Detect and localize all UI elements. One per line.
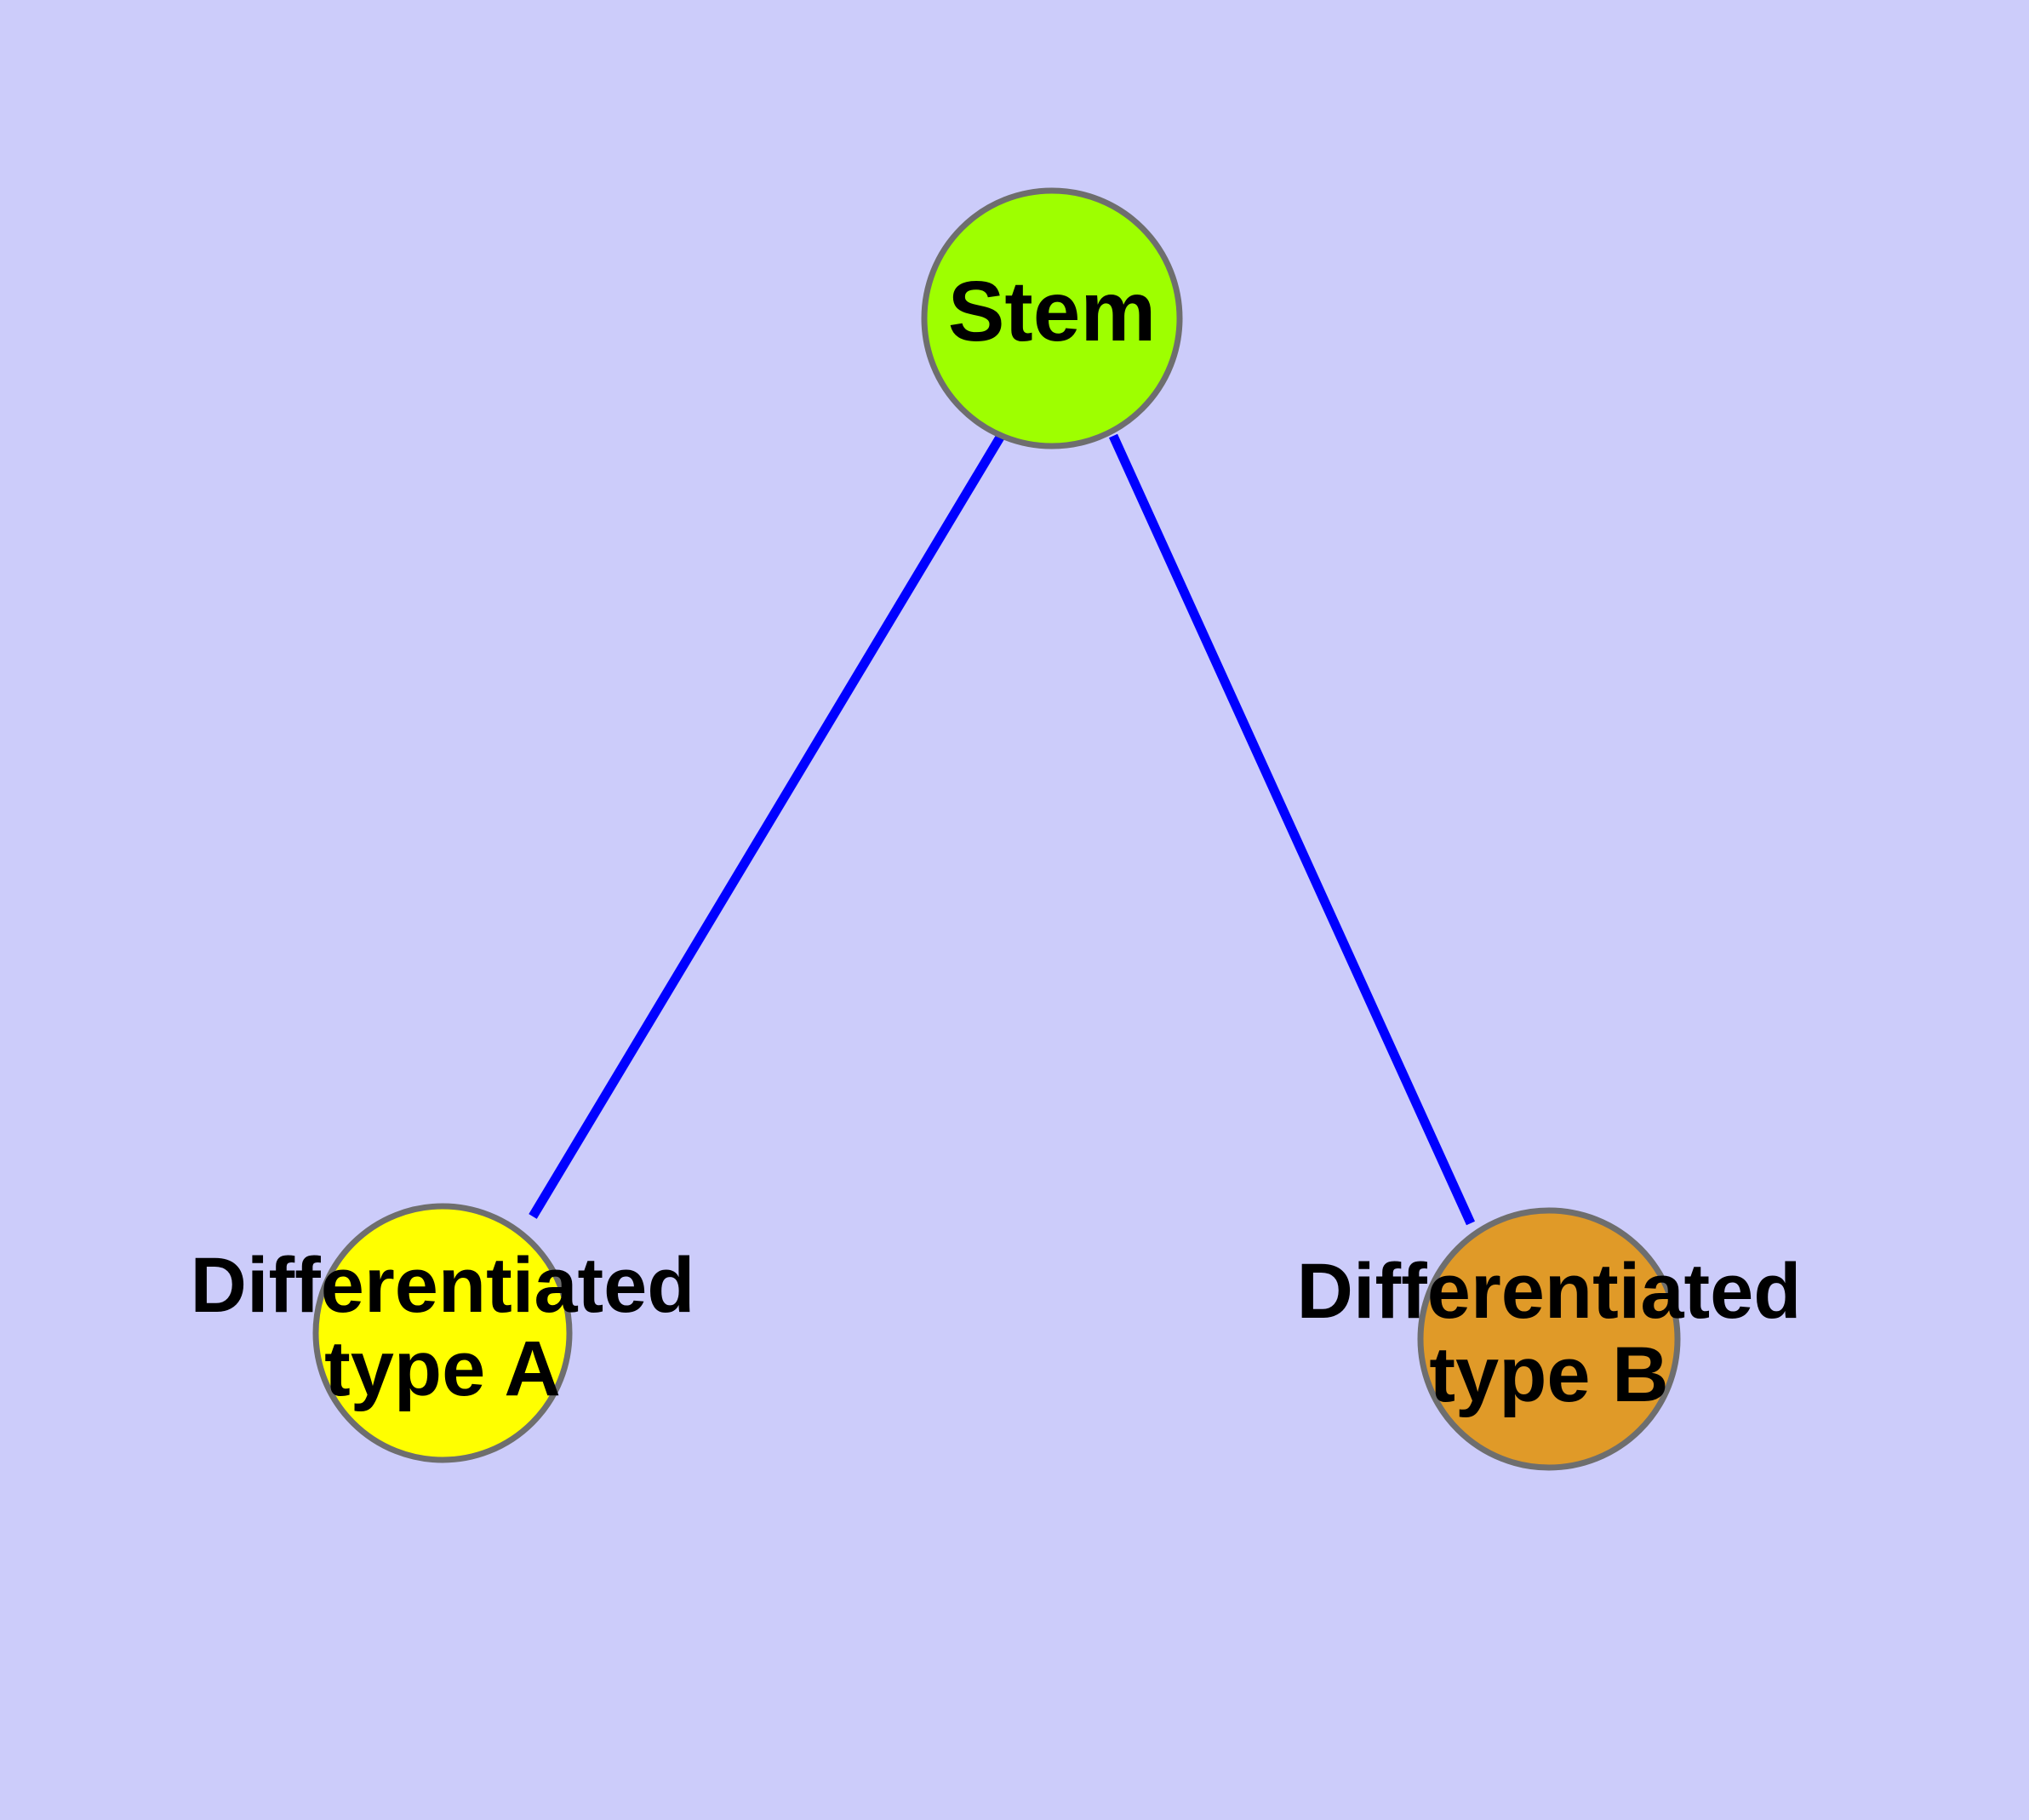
edge-stem-to-differentiated-type-a[interactable]	[529, 433, 1005, 1219]
node-stem[interactable]	[921, 187, 1183, 449]
node-label-stem: Stem	[948, 264, 1157, 359]
node-label-line: Stem	[948, 264, 1157, 359]
node-differentiated-type-a[interactable]	[312, 1203, 573, 1463]
node-label-line: type B	[1429, 1331, 1668, 1418]
nodes-layer	[312, 187, 1681, 1471]
node-label-line: Differentiated	[191, 1243, 695, 1330]
edge-stem-to-differentiated-type-b[interactable]	[1108, 433, 1476, 1226]
edges-layer	[529, 433, 1476, 1226]
node-label-line: Differentiated	[1297, 1249, 1802, 1336]
node-differentiated-type-b[interactable]	[1417, 1207, 1681, 1471]
node-label-line: type A	[324, 1325, 561, 1412]
